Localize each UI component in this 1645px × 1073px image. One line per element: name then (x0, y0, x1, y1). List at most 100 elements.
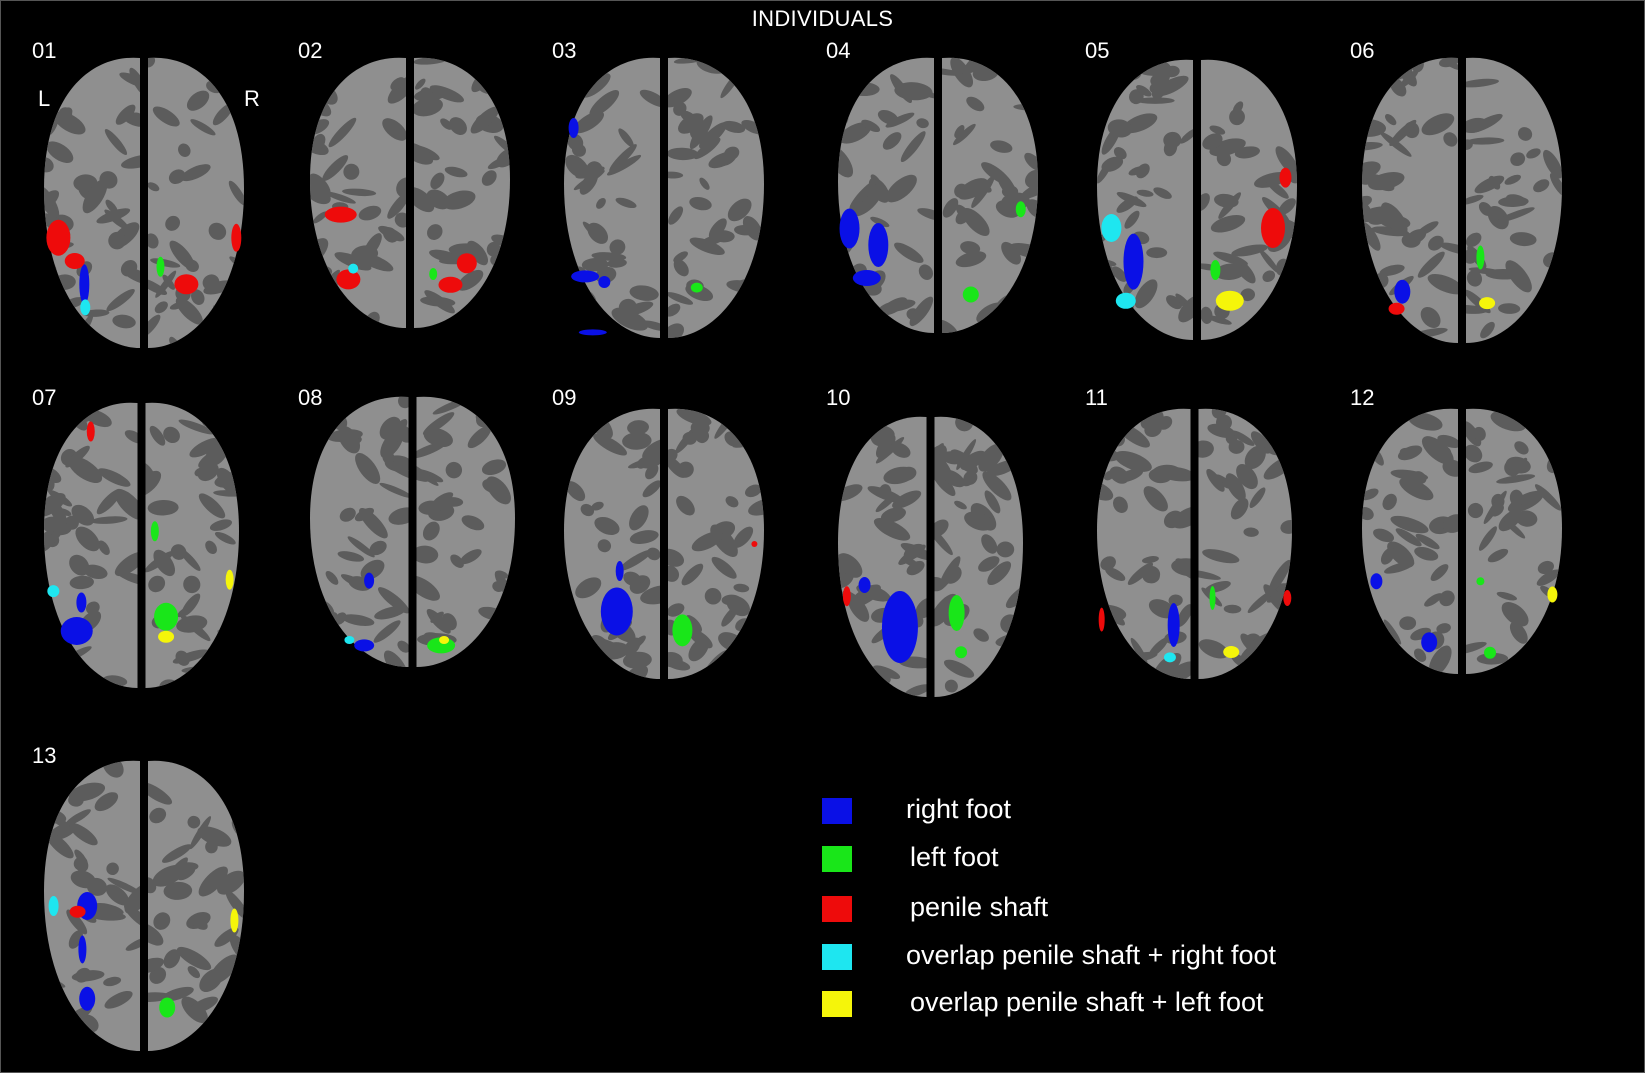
activation-penile-shaft (64, 253, 85, 269)
sulcus (689, 115, 713, 150)
activation-overlap-penile-left-foot (439, 636, 450, 644)
sulcus (64, 809, 91, 826)
sulcus (736, 302, 764, 323)
sulcus (615, 197, 637, 209)
sulcus (416, 462, 439, 486)
activation-right-foot (600, 587, 633, 636)
sulcus (1026, 199, 1038, 219)
activation-right-foot (1370, 573, 1383, 590)
sulcus (481, 282, 510, 305)
sulcus (322, 155, 349, 181)
sulcus (918, 264, 934, 280)
sulcus (1480, 321, 1495, 339)
sulcus (729, 324, 764, 339)
sulcus (430, 172, 445, 190)
sulcus (564, 428, 575, 443)
sulcus (668, 292, 694, 305)
sulcus (838, 553, 863, 578)
sulcus (733, 583, 750, 593)
right-hemisphere (668, 57, 764, 339)
sulcus (668, 565, 680, 582)
sulcus (1143, 486, 1168, 512)
panel-label: 11 (1085, 385, 1108, 410)
sulcus (1524, 57, 1554, 74)
sulcus (74, 857, 89, 873)
sulcus (1421, 436, 1454, 465)
sulcus (382, 118, 406, 141)
sulcus (993, 416, 1023, 436)
sulcus (442, 190, 476, 210)
sulcus (627, 420, 649, 435)
sulcus (153, 549, 176, 577)
sulcus (673, 259, 689, 277)
sulcus (1505, 456, 1531, 474)
sulcus (1369, 661, 1385, 674)
sulcus (870, 216, 890, 228)
sulcus (145, 470, 162, 498)
sulcus (342, 188, 377, 197)
sulcus (222, 1035, 244, 1044)
sulcus (623, 571, 642, 586)
sulcus (114, 489, 138, 520)
sulcus (217, 870, 244, 895)
sulcus (56, 672, 85, 689)
sulcus (982, 471, 1012, 501)
sulcus (594, 516, 620, 535)
sulcus (954, 125, 965, 138)
sulcus (1020, 179, 1038, 200)
panel-label: 03 (552, 38, 577, 63)
sulcus (1466, 78, 1499, 88)
sulcus (69, 554, 90, 576)
sulcus (1408, 412, 1443, 431)
brain-image (44, 57, 244, 349)
activation-penile-shaft (69, 905, 86, 918)
sulcus (849, 180, 876, 210)
sulcus (1198, 440, 1214, 458)
sulcus (642, 480, 660, 498)
sulcus (214, 330, 231, 338)
sulcus (1490, 504, 1504, 517)
left-hemisphere (1362, 57, 1458, 344)
sulcus (744, 484, 762, 498)
sulcus (964, 511, 994, 531)
sulcus (414, 187, 435, 213)
sulcus (416, 545, 439, 564)
figure-title: INDIVIDUALS (751, 6, 894, 31)
sulcus (712, 230, 735, 243)
sulcus (1498, 303, 1521, 314)
sulcus (190, 119, 216, 136)
sulcus (1134, 279, 1158, 309)
panel-label: 05 (1085, 38, 1110, 63)
sulcus (1201, 193, 1210, 212)
sulcus (1478, 526, 1497, 551)
activation-penile-shaft (1283, 590, 1292, 606)
brain-image (1362, 57, 1562, 344)
legend-swatch (822, 991, 852, 1017)
right-hemisphere (942, 57, 1038, 334)
sulcus (394, 212, 406, 228)
sulcus (1537, 66, 1562, 79)
sulcus (699, 122, 727, 149)
sulcus (1100, 556, 1116, 571)
sulcus (1142, 565, 1161, 583)
sulcus (848, 66, 865, 82)
sulcus (848, 595, 870, 622)
sulcus (990, 140, 1013, 153)
activation-left-foot (1209, 586, 1216, 610)
sulcus (875, 433, 896, 459)
sulcus (176, 615, 208, 633)
sulcus (343, 163, 360, 180)
sulcus (222, 626, 239, 643)
sulcus (1163, 510, 1183, 529)
sulcus (187, 966, 201, 979)
sulcus (149, 967, 167, 984)
legend-item-overlap-right-foot: overlap penile shaft + right foot (822, 936, 1382, 976)
sulcus (673, 251, 688, 263)
sulcus (475, 396, 507, 420)
sulcus (727, 198, 752, 222)
right-hemisphere (148, 760, 244, 1051)
sulcus (1427, 273, 1458, 295)
sulcus (106, 288, 135, 312)
sulcus (934, 524, 953, 556)
sulcus (941, 451, 963, 465)
